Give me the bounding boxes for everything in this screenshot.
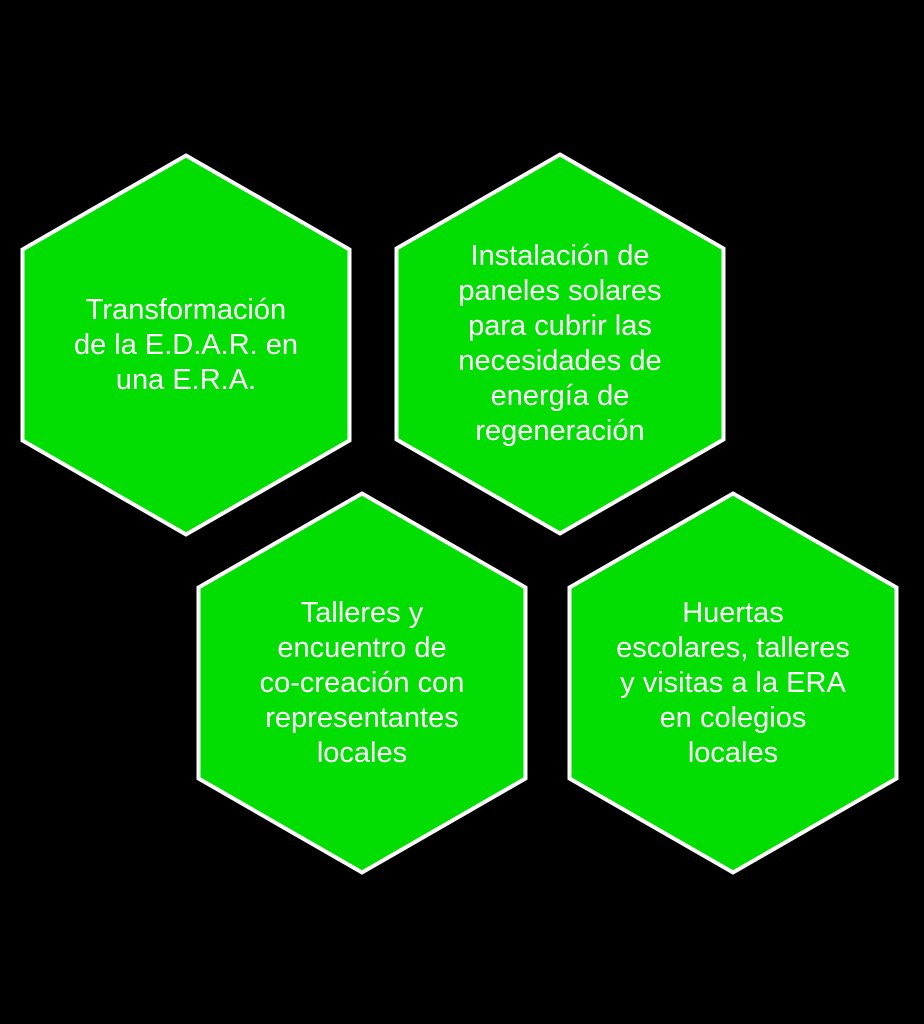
- hexagon-text-line: escolares, talleres: [616, 631, 850, 664]
- hexagon-text-line: de la E.D.A.R. en: [73, 328, 299, 361]
- hexagon-text-line: Talleres y: [300, 596, 424, 629]
- hexagon-text-line: representantes: [265, 701, 459, 734]
- hexagon-shape: [567, 491, 899, 875]
- hexagon-text-line: una E.R.A.: [115, 363, 257, 396]
- hexagon-text-line: en colegios: [659, 701, 807, 734]
- hexagon-text-line: Huertas: [682, 596, 784, 629]
- hexagon-text: Talleres y encuentro de co-creación con …: [196, 491, 528, 875]
- hexagon-text-line: para cubrir las: [468, 310, 652, 342]
- hexagon-card-edar-era: Transformación de la E.D.A.R. en una E.R…: [20, 153, 352, 537]
- hexagon-text: Instalación de paneles solares para cubr…: [394, 152, 726, 536]
- hexagon-text-line: Transformación: [85, 293, 287, 326]
- hexagon-text-line: necesidades de: [458, 345, 662, 377]
- hexagon-text-line: locales: [687, 736, 779, 769]
- hexagon-card-talleres-cocreacion: Talleres y encuentro de co-creación con …: [196, 491, 528, 875]
- hexagon-text-line: regeneración: [475, 415, 645, 447]
- hexagon-text-line: locales: [316, 736, 408, 769]
- hexagon-text-line: co-creación con: [259, 666, 465, 699]
- hexagon-text-line: encuentro de: [277, 631, 447, 664]
- hexagon-shape: [394, 152, 726, 536]
- hexagon-text-line: energía de: [490, 380, 630, 412]
- hexagon-shape: [20, 153, 352, 537]
- hexagon-card-huertas-escolares: Huertas escolares, talleres y visitas a …: [567, 491, 899, 875]
- hexagon-card-paneles-solares: Instalación de paneles solares para cubr…: [394, 152, 726, 536]
- hexagon-shape: [196, 491, 528, 875]
- hexagon-text: Transformación de la E.D.A.R. en una E.R…: [20, 153, 352, 537]
- hexagon-text-line: paneles solares: [458, 275, 662, 307]
- hexagon-text-line: y visitas a la ERA: [620, 666, 846, 699]
- hexagon-text: Huertas escolares, talleres y visitas a …: [567, 491, 899, 875]
- hexagon-text-line: Instalación de: [470, 240, 650, 272]
